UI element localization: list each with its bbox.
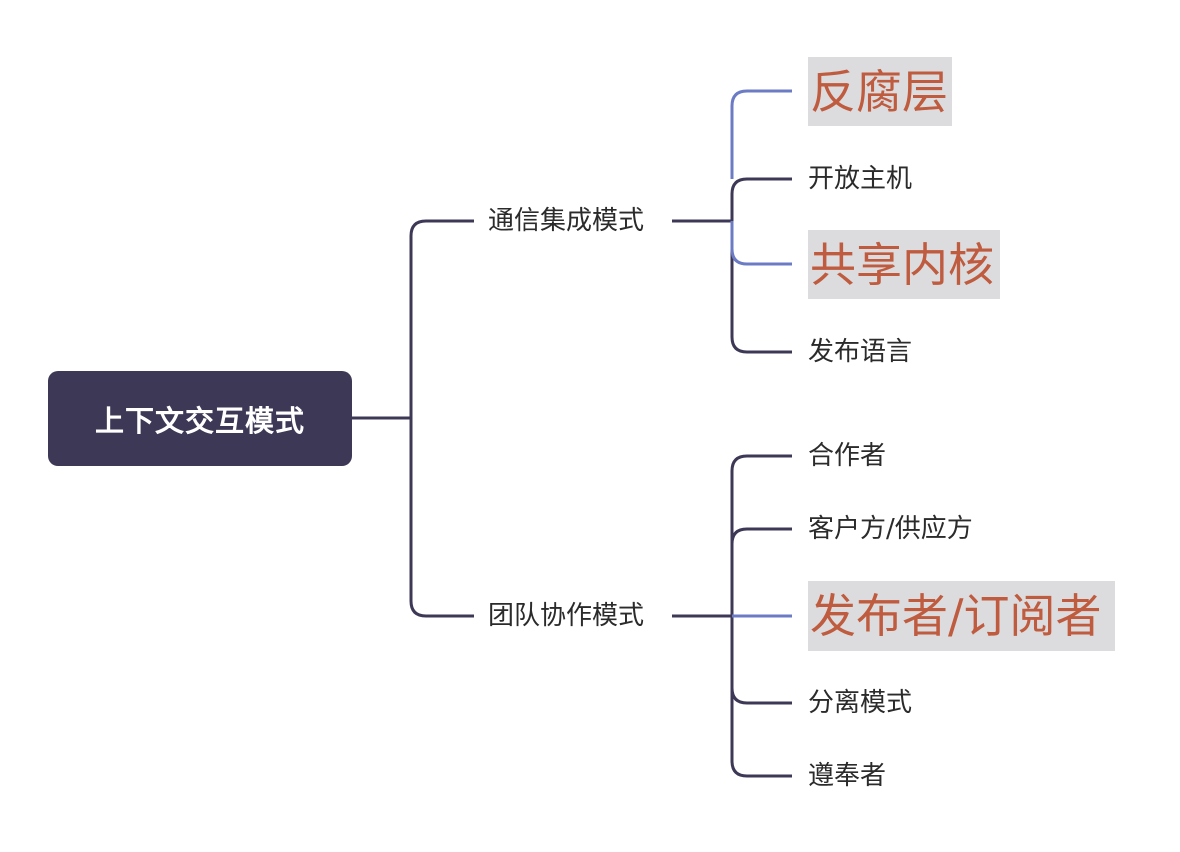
branch-node-team-collaboration[interactable]: 团队协作模式 [488,603,644,629]
leaf-node-label: 发布语言 [808,337,913,367]
connector-root-to-branch-2 [409,418,474,618]
leaf-node-label: 共享内核 [810,237,994,292]
connector-branch-2-to-leaf-2 [730,527,792,616]
leaf-node-publisher-subscriber[interactable]: 发布者/订阅者 [808,581,1115,651]
branch-node-label: 团队协作模式 [488,601,645,631]
connector-branch-2-to-leaf-1 [730,454,792,616]
connector-branch-1-to-leaf-3 [730,221,792,266]
branch-node-label: 通信集成模式 [488,206,645,236]
connector-branch-2-to-leaf-5 [730,616,792,778]
leaf-node-customer-supplier[interactable]: 客户方/供应方 [808,516,973,542]
leaf-node-anticorruption-layer[interactable]: 反腐层 [808,57,952,126]
connector-branch-1-to-leaf-2 [730,177,792,221]
leaf-node-shared-kernel[interactable]: 共享内核 [808,230,1000,299]
connector-branch-1-to-leaf-1 [730,89,792,179]
leaf-node-open-host[interactable]: 开放主机 [808,166,912,192]
connector-branch-1-to-leaf-4 [730,221,792,354]
leaf-node-partnership[interactable]: 合作者 [808,443,886,469]
leaf-node-label: 客户方/供应方 [808,514,973,544]
leaf-node-published-language[interactable]: 发布语言 [808,339,912,365]
leaf-node-label: 发布者/订阅者 [810,589,1102,643]
leaf-node-conformist[interactable]: 遵奉者 [808,763,886,789]
leaf-node-label: 反腐层 [810,64,948,119]
leaf-node-separate-ways[interactable]: 分离模式 [808,690,912,716]
root-node[interactable]: 上下文交互模式 [48,371,352,466]
leaf-node-label: 遵奉者 [808,761,887,791]
leaf-node-label: 分离模式 [808,688,913,718]
connector-root-to-branch-1 [409,219,474,418]
connector-branch-2-to-leaf-4 [730,616,792,705]
leaf-node-label: 合作者 [808,441,887,471]
root-node-label: 上下文交互模式 [94,403,305,438]
leaf-node-label: 开放主机 [808,164,913,194]
branch-node-communication-integration[interactable]: 通信集成模式 [488,208,644,234]
